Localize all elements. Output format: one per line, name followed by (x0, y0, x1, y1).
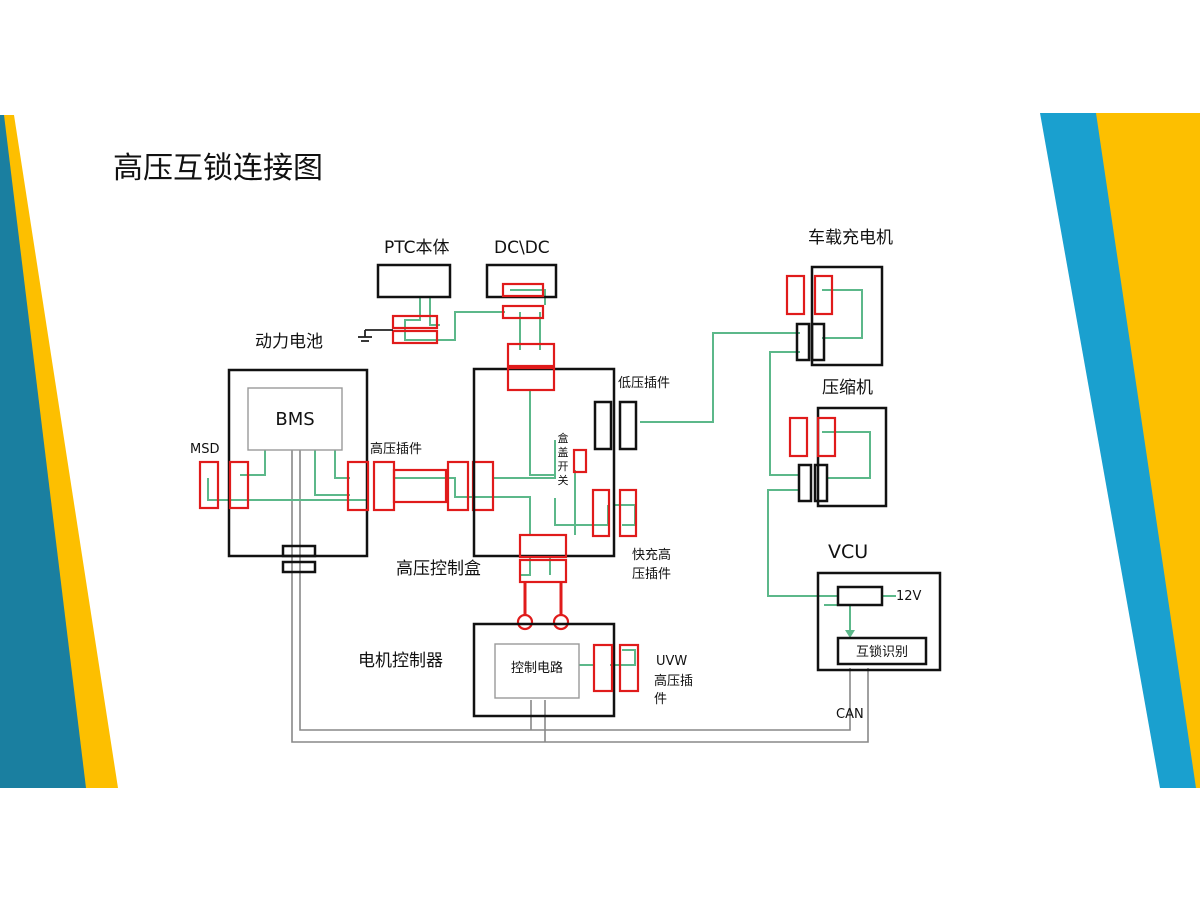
wire-bms-right (314, 450, 350, 496)
uvw-connector-2 (618, 643, 640, 693)
wire-obc-loop (822, 289, 863, 339)
fastcharge-label-1: 快充高 (632, 547, 671, 563)
right-yellow-band (1096, 113, 1200, 788)
vcu-12v-port (836, 585, 884, 607)
wire-dcdc-to-hv (529, 390, 555, 476)
fastcharge-label-2: 压插件 (632, 567, 671, 582)
bms-box (247, 387, 343, 451)
ptc-box (376, 263, 452, 299)
vcu-12v-label: 12V (896, 589, 922, 604)
msd-connector-right (228, 460, 250, 510)
obc-label: 车载充电机 (808, 228, 893, 248)
uvw-label: UVW (656, 654, 687, 669)
svg-text:关: 关 (558, 473, 569, 487)
bms-can-port-bottom (281, 560, 317, 574)
interlock-detect-box (836, 636, 928, 666)
dcdc-box-connector-top (506, 342, 556, 368)
obc-box (810, 265, 884, 367)
motor-controller-box (472, 622, 616, 718)
hv-cable (392, 468, 448, 504)
mc-terminal-left (516, 613, 534, 631)
wire-msd-loop (207, 478, 369, 501)
wire-compressor-to-vcu (767, 489, 838, 597)
control-circuit-label: 控制电路 (511, 660, 563, 676)
compressor-lv-connector-2 (813, 463, 829, 503)
fastcharge-connector-1 (591, 488, 611, 538)
compressor-hv-connector-1 (788, 416, 809, 458)
obc-hv-connector-2 (813, 274, 834, 316)
lv-connector-label: 低压插件 (618, 376, 670, 391)
wire-uvw-loop (610, 649, 636, 666)
left-decoration (0, 115, 118, 788)
wire-obc-to-compressor (769, 351, 800, 476)
bms-label: BMS (275, 409, 314, 430)
obc-lv-connector-2 (810, 322, 826, 362)
right-decoration (1040, 113, 1200, 788)
uvw-connector-1 (592, 643, 614, 693)
hv-control-box-label: 高压控制盒 (396, 559, 481, 579)
hv-connector-1 (346, 460, 370, 512)
control-circuit-box (494, 643, 580, 699)
ptc-connector-top (391, 314, 439, 330)
box-mc-connector-top (518, 533, 568, 559)
wire-compressor-loop (822, 431, 871, 479)
detect-arrow-icon (845, 630, 855, 638)
bms-can-port-top (281, 544, 317, 558)
vcu-box (816, 571, 942, 672)
wire-ptc-inner (429, 297, 440, 326)
can-line-inner (299, 450, 851, 731)
wire-dcdc-top (510, 289, 546, 305)
cover-switch-label: 盒 盖 开 关 (558, 431, 569, 487)
ptc-label: PTC本体 (384, 238, 450, 258)
compressor-label: 压缩机 (822, 378, 873, 398)
ground-icon (358, 329, 393, 342)
obc-lv-connector-1 (795, 322, 811, 362)
can-line-outer (291, 450, 869, 743)
compressor-lv-connector-1 (797, 463, 813, 503)
lv-connector-2 (618, 400, 638, 451)
wire-bms-right-2 (334, 450, 350, 479)
wire-fastcharge (554, 498, 609, 526)
msd-label: MSD (190, 442, 219, 457)
hv-connector-3 (446, 460, 470, 512)
wire-hv-conn (395, 477, 531, 535)
wire-lv-to-obc (640, 332, 800, 423)
can-label: CAN (836, 707, 864, 722)
compressor-hv-connector-2 (816, 416, 837, 458)
wire-fastcharge-inner (615, 504, 636, 526)
box-mc-connector-bottom (518, 558, 568, 584)
svg-text:盒: 盒 (558, 431, 569, 445)
motor-controller-label: 电机控制器 (358, 651, 443, 671)
vcu-label: VCU (828, 541, 868, 563)
battery-label: 动力电池 (255, 332, 323, 352)
obc-hv-connector-1 (785, 274, 806, 316)
slide-title: 高压互锁连接图 (113, 151, 323, 186)
wire-ptc-dcdc (404, 297, 505, 341)
mc-hv-cable (516, 582, 570, 631)
lv-connector-1 (593, 400, 613, 451)
dcdc-connector-top (501, 282, 545, 298)
fastcharge-connector-2 (618, 488, 638, 538)
hv-connector-4 (471, 460, 495, 512)
interlock-detect-label: 互锁识别 (856, 644, 908, 660)
svg-text:盖: 盖 (558, 445, 569, 459)
left-teal-band (0, 115, 86, 788)
uvw-connector-label-1: 高压插 (654, 673, 693, 689)
mc-terminal-right (552, 613, 570, 631)
wire-vcu-detect (824, 604, 851, 632)
dcdc-box-connector-bottom (506, 366, 556, 392)
dcdc-connector-bottom (501, 304, 545, 320)
wire-hv-box-up (492, 440, 556, 479)
hv-connector-2 (372, 460, 396, 512)
msd-connector-left (198, 460, 220, 510)
uvw-connector-label-2: 件 (654, 692, 667, 707)
dcdc-label: DC\DC (494, 238, 550, 258)
wire-box-bottom (520, 555, 531, 576)
ptc-connector-bottom (391, 329, 439, 345)
cover-switch (572, 448, 588, 474)
hv-connector-label: 高压插件 (370, 441, 422, 457)
svg-text:开: 开 (558, 460, 569, 473)
